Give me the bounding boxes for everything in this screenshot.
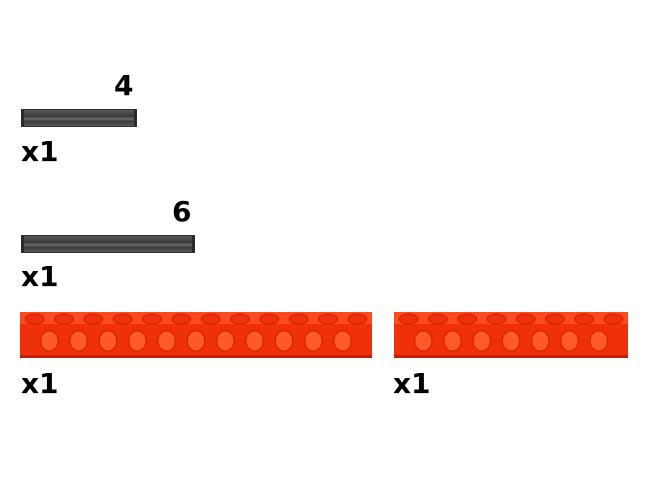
beam-hole — [245, 330, 265, 352]
beam-hole — [559, 330, 580, 352]
beam-hole — [413, 330, 433, 352]
beam-stud — [230, 313, 250, 325]
beam-hole — [501, 330, 521, 352]
technic-beam-8-icon — [394, 310, 628, 358]
beam-hole — [442, 330, 463, 352]
beam-stud — [574, 313, 594, 325]
beam-hole — [589, 330, 609, 352]
beam-stud — [457, 313, 477, 325]
beam-hole — [39, 330, 59, 352]
beam-hole — [472, 330, 492, 352]
beam-stud — [24, 313, 45, 325]
beam-stud — [486, 313, 507, 325]
axle-length-label: 6 — [172, 195, 192, 228]
technic-beam-12-icon — [20, 310, 372, 358]
beam-stud — [171, 313, 192, 325]
axle-4-icon — [21, 109, 137, 127]
beam-stud — [545, 313, 565, 325]
beam-hole — [530, 330, 550, 352]
beam-stud — [112, 313, 133, 325]
beam-shape — [394, 312, 628, 358]
beam-hole — [303, 330, 323, 352]
beam-stud — [142, 313, 162, 325]
beam-stud — [318, 313, 338, 325]
beam-hole — [98, 330, 118, 352]
beam-hole — [186, 330, 206, 352]
part-quantity: x1 — [21, 367, 59, 400]
beam-stud — [200, 313, 221, 325]
axle-6-icon — [21, 235, 195, 253]
beam-stud — [428, 313, 448, 325]
beam-stud — [515, 313, 536, 325]
beam-stud — [347, 313, 368, 325]
beam-hole — [274, 330, 294, 352]
beam-stud — [54, 313, 74, 325]
beam-stud — [603, 313, 624, 325]
beam-hole — [333, 330, 353, 352]
beam-stud — [288, 313, 309, 325]
part-quantity: x1 — [21, 135, 59, 168]
part-quantity: x1 — [393, 367, 431, 400]
beam-stud — [259, 313, 280, 325]
beam-stud — [83, 313, 104, 325]
beam-hole — [69, 330, 89, 352]
beam-shape — [20, 312, 372, 358]
beam-hole — [157, 330, 177, 352]
part-quantity: x1 — [21, 260, 59, 293]
beam-hole — [127, 330, 147, 352]
beam-hole — [215, 330, 235, 352]
beam-stud — [398, 313, 419, 325]
axle-length-label: 4 — [114, 69, 134, 102]
